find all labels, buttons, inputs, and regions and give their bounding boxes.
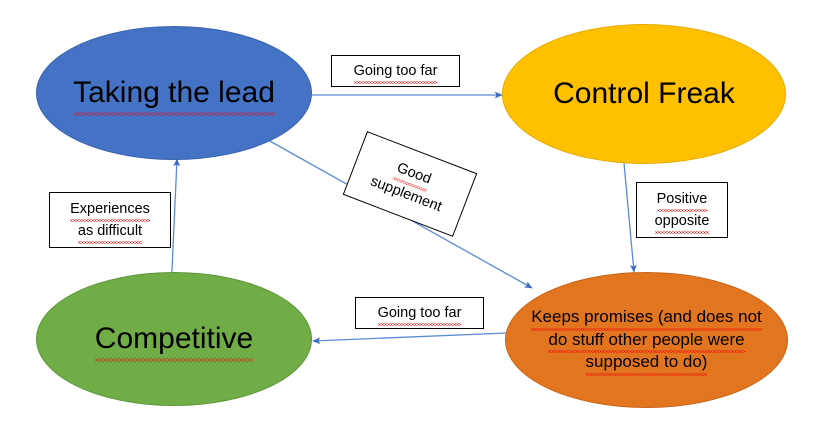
edge-label-positive-opposite[interactable]: Positive opposite [636,182,728,238]
node-keeps-promises-line-1: Keeps promises (and does not [531,306,762,332]
edge-label-positive-opposite-line-1: Positive [656,188,707,213]
node-competitive-text: Competitive [94,319,254,362]
node-keeps-promises-label: Keeps promises (and does not do stuff ot… [523,306,770,377]
edge-label-going-too-far-bottom[interactable]: Going too far [355,297,484,329]
edge-label-going-too-far-top[interactable]: Going too far [331,55,460,87]
edge-label-going-too-far-top-text: Going too far [353,60,437,85]
node-control-freak[interactable]: Control Freak [502,24,786,164]
node-keeps-promises[interactable]: Keeps promises (and does not do stuff ot… [505,272,788,408]
node-keeps-promises-line-3: supposed to do) [585,351,707,377]
node-control-freak-text: Control Freak [553,77,735,111]
edge-label-good-supplement-lines: Good supplement [367,150,453,219]
node-taking-the-lead-text: Taking the lead [73,73,275,116]
connector-keeps-to-competitive [312,332,508,345]
edge-label-experiences-line-1: Experiences [70,198,150,223]
edge-label-experiences-lines: Experiences as difficult [70,198,150,245]
node-competitive[interactable]: Competitive [36,272,312,406]
edge-label-positive-opposite-line-2: opposite [654,210,709,235]
edge-label-positive-opposite-lines: Positive opposite [654,188,709,235]
edge-label-experiences-line-2: as difficult [77,220,143,245]
edge-label-experiences-as-difficult[interactable]: Experiences as difficult [49,192,171,248]
edge-label-going-too-far-bottom-text: Going too far [377,302,461,327]
connector-competitive-to-lead [170,158,181,293]
node-control-freak-label: Control Freak [545,74,743,114]
node-taking-the-lead[interactable]: Taking the lead [36,26,312,160]
connector-control-to-keeps [623,162,637,273]
node-taking-the-lead-label: Taking the lead [65,73,283,116]
node-keeps-promises-line-2: do stuff other people were [548,329,745,354]
node-competitive-label: Competitive [87,319,261,362]
